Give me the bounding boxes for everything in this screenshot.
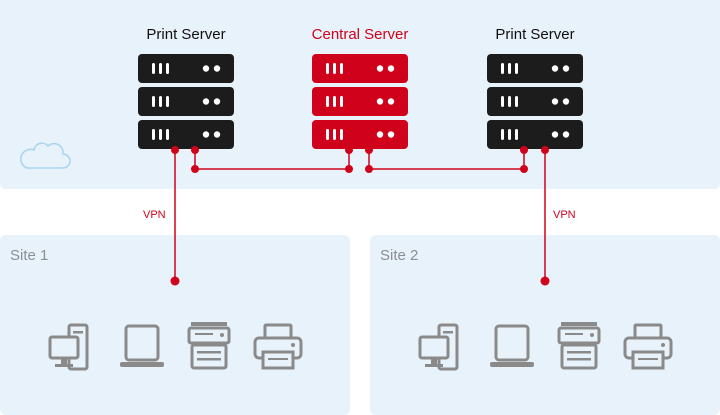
right-print-server-title: Print Server — [495, 26, 575, 43]
printer-icon — [623, 323, 673, 370]
laptop-icon — [120, 324, 164, 367]
printer-icon — [253, 323, 303, 370]
left-print-server-icon — [138, 54, 234, 149]
desktop-pc-icon — [48, 323, 89, 371]
multifunction-printer-icon — [187, 322, 231, 370]
site-2-label: Site 2 — [380, 247, 419, 264]
laptop-icon — [490, 324, 534, 367]
multifunction-printer-icon — [557, 322, 601, 370]
central-server-icon — [312, 54, 408, 149]
left-print-server-title: Print Server — [146, 26, 226, 43]
site-1-label: Site 1 — [10, 247, 49, 264]
right-vpn-label: VPN — [553, 209, 576, 221]
right-print-server-icon — [487, 54, 583, 149]
cloud-icon — [20, 142, 71, 169]
desktop-pc-icon — [418, 323, 459, 371]
left-vpn-label: VPN — [143, 209, 166, 221]
central-server-title: Central Server — [311, 26, 409, 43]
connection-lines — [174, 150, 546, 281]
connection-nodes — [170, 146, 550, 286]
